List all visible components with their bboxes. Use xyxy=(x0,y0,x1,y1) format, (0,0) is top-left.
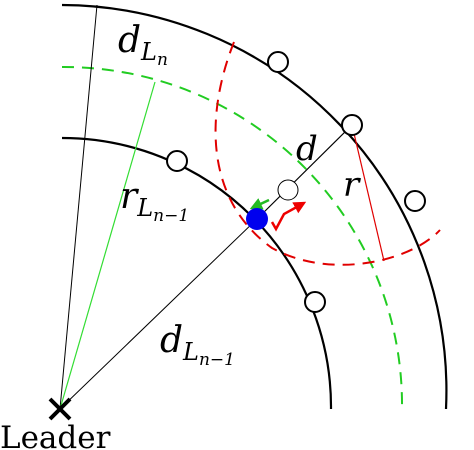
line-d xyxy=(256,124,353,220)
agent-node xyxy=(246,208,268,230)
outer-ring-arc xyxy=(61,3,448,410)
label-d-ln: dLn xyxy=(118,20,168,70)
neighbor-node xyxy=(304,291,326,313)
line-r xyxy=(351,124,385,262)
label-d-ln1: dLn−1 xyxy=(160,320,235,370)
label-leader: Leader xyxy=(0,420,111,450)
red-dashed-circle xyxy=(214,41,441,266)
target-node xyxy=(277,179,299,201)
line-d-ln xyxy=(59,4,98,410)
arrow-red xyxy=(270,201,307,232)
neighbor-node xyxy=(341,114,363,136)
neighbor-node xyxy=(166,150,188,172)
neighbor-node xyxy=(404,190,426,212)
label-r: r xyxy=(343,165,361,205)
line-d-ln1 xyxy=(59,218,258,410)
green-dashed-arc xyxy=(61,65,404,410)
leader-marker-icon xyxy=(48,397,72,421)
line-r-ln1 xyxy=(59,81,156,410)
arrow-green xyxy=(249,198,270,210)
neighbor-node xyxy=(267,51,289,73)
label-r-ln1: rLn−1 xyxy=(120,176,189,226)
label-d: d xyxy=(296,129,318,169)
